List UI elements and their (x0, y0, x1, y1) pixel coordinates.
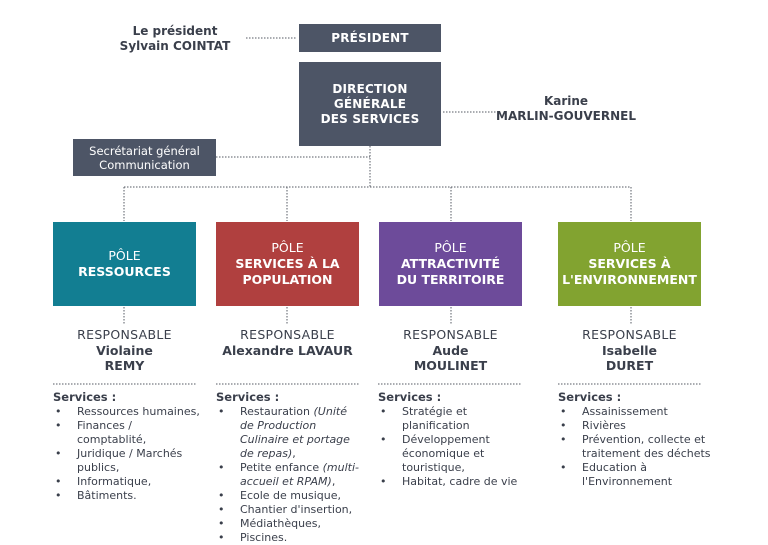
service-item: Education à l'Environnement (558, 461, 672, 489)
services-list: Stratégie et planification Développement… (378, 405, 538, 489)
services-environnement: Services : Assainissement Rivières Préve… (558, 390, 713, 489)
responsable-environnement: RESPONSABLE Isabelle DURET (558, 327, 701, 374)
pole-title: ATTRACTIVITÉ (400, 256, 501, 271)
responsable-role: RESPONSABLE (403, 327, 498, 342)
dgs-person-firstname: Karine (543, 94, 589, 108)
service-item: Développement économique et touristique, (378, 433, 502, 475)
pole-title: SERVICES À LA (235, 256, 340, 271)
services-population: Services : Restauration (Unité de Produc… (216, 390, 361, 545)
services-title: Services : (558, 390, 622, 404)
services-title: Services : (378, 390, 442, 404)
pole-title-line2: POPULATION (242, 272, 333, 287)
service-item: Assainissement (558, 405, 713, 419)
responsable-firstname: Isabelle (602, 342, 657, 358)
dgs-person-lastname: MARLIN-GOUVERNEL (496, 109, 637, 123)
responsable-lastname: REMY (104, 358, 145, 373)
president-label-line1: Le président (132, 24, 218, 38)
service-item: Médiathèques, (216, 517, 361, 531)
service-item: Finances / comptablité, (53, 419, 201, 447)
service-item: Prévention, collecte et traitement des d… (558, 433, 713, 461)
dgs-line2: GÉNÉRALE (333, 96, 407, 111)
pole-title: RESSOURCES (78, 264, 171, 279)
service-item: Restauration (Unité de Production Culina… (216, 405, 361, 461)
service-item: Juridique / Marchés publics, (53, 447, 201, 475)
dgs-person: Karine MARLIN-GOUVERNEL (496, 94, 636, 124)
responsable-attractivite: RESPONSABLE Aude MOULINET (379, 327, 522, 374)
services-list: Restauration (Unité de Production Culina… (216, 405, 361, 545)
service-item: Ressources humaines, (53, 405, 201, 419)
service-item: Bâtiments. (53, 489, 201, 503)
responsable-role: RESPONSABLE (582, 327, 677, 342)
pole-title-line2: L'ENVIRONNEMENT (562, 272, 697, 287)
secretariat-line1: Secrétariat général (89, 143, 200, 158)
pole-services-population: PÔLE SERVICES À LA POPULATION (216, 222, 359, 306)
president-label: Le président Sylvain COINTAT (115, 24, 235, 54)
service-item: Piscines. (216, 531, 361, 545)
service-item: Rivières (558, 419, 713, 433)
pole-label: PÔLE (108, 248, 141, 263)
responsable-firstname: Violaine (96, 342, 153, 358)
responsable-lastname: DURET (605, 358, 654, 373)
pole-label: PÔLE (613, 240, 646, 255)
president-box: PRÉSIDENT (299, 24, 441, 52)
service-item: Habitat, cadre de vie (378, 475, 538, 489)
secretariat-box: Secrétariat général Communication (73, 139, 216, 176)
dgs-line1: DIRECTION (332, 81, 408, 96)
pole-label: PÔLE (434, 240, 467, 255)
responsable-name: Alexandre LAVAUR (222, 342, 353, 358)
services-title: Services : (216, 390, 280, 404)
pole-ressources: PÔLE RESSOURCES (53, 222, 196, 306)
service-item: Petite enfance (multi-accueil et RPAM), (216, 461, 361, 489)
services-list: Ressources humaines, Finances / comptabl… (53, 405, 201, 503)
service-item: Stratégie et planification (378, 405, 538, 433)
pole-environnement: PÔLE SERVICES À L'ENVIRONNEMENT (558, 222, 701, 306)
responsable-firstname: Aude (432, 342, 469, 358)
services-list: Assainissement Rivières Prévention, coll… (558, 405, 713, 489)
president-name: Sylvain COINTAT (119, 39, 231, 53)
service-item: Chantier d'insertion, (216, 503, 361, 517)
services-attractivite: Services : Stratégie et planification Dé… (378, 390, 538, 489)
responsable-lastname: MOULINET (413, 358, 488, 373)
responsable-role: RESPONSABLE (240, 327, 335, 342)
dgs-line3: DES SERVICES (320, 111, 420, 126)
pole-title: SERVICES À (588, 256, 671, 271)
president-box-label: PRÉSIDENT (331, 30, 409, 45)
service-item: Informatique, (53, 475, 201, 489)
responsable-role: RESPONSABLE (77, 327, 172, 342)
pole-attractivite: PÔLE ATTRACTIVITÉ DU TERRITOIRE (379, 222, 522, 306)
secretariat-line2: Communication (99, 157, 190, 172)
services-title: Services : (53, 390, 117, 404)
responsable-services-population: RESPONSABLE Alexandre LAVAUR (210, 327, 365, 358)
service-item: Ecole de musique, (216, 489, 361, 503)
pole-title-line2: DU TERRITOIRE (396, 272, 505, 287)
services-ressources: Services : Ressources humaines, Finances… (53, 390, 201, 503)
responsable-ressources: RESPONSABLE Violaine REMY (53, 327, 196, 374)
dgs-box: DIRECTION GÉNÉRALE DES SERVICES (299, 62, 441, 146)
pole-label: PÔLE (271, 240, 304, 255)
